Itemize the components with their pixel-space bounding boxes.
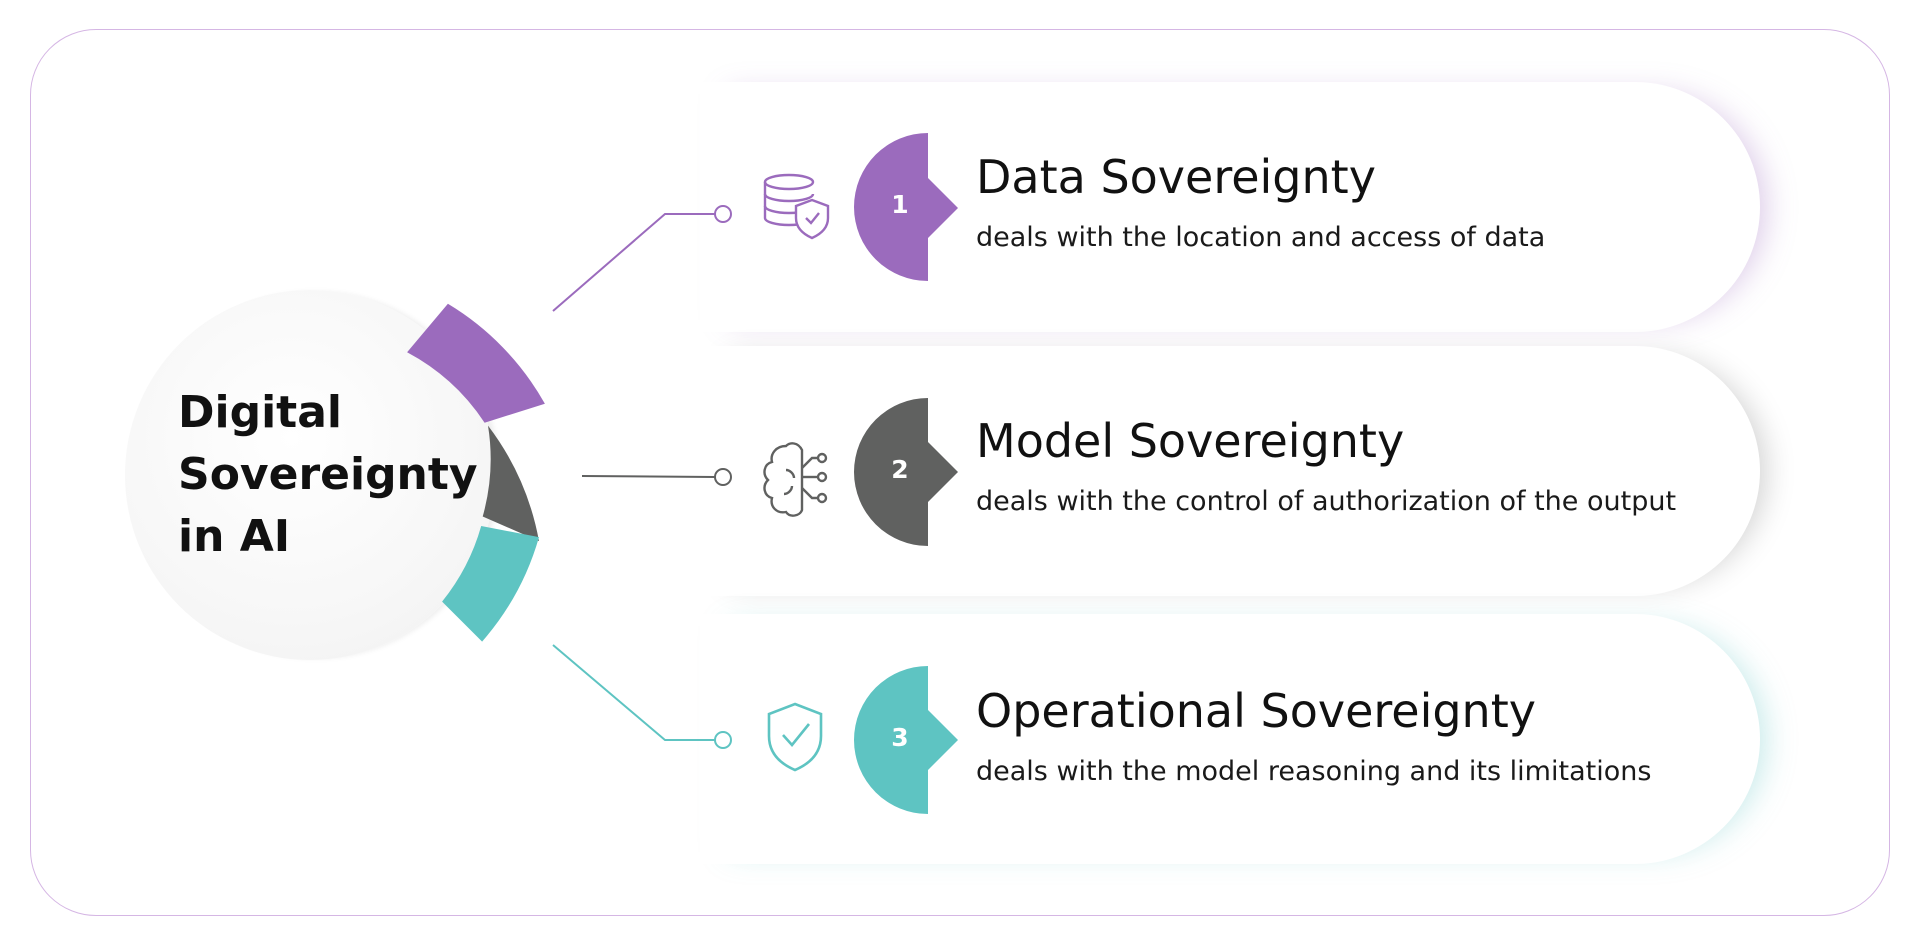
- ring-segment-operational: [442, 526, 539, 642]
- number-badge-3: [854, 666, 958, 814]
- hub-title: Digital Sovereignty in AI: [178, 387, 478, 562]
- brain-circuit-icon: [763, 442, 828, 517]
- connector-model: [581, 468, 732, 486]
- item-description-data: deals with the location and access of da…: [976, 222, 1546, 253]
- item-number-2: 2: [891, 455, 909, 484]
- number-badge-1: [854, 133, 958, 281]
- database-shield-icon: [763, 173, 830, 240]
- connector-data: [552, 205, 732, 312]
- item-title-data: Data Sovereignty: [976, 150, 1376, 204]
- item-description-operational: deals with the model reasoning and its l…: [976, 756, 1652, 787]
- connector-operational: [552, 644, 732, 749]
- item-title-model: Model Sovereignty: [976, 414, 1405, 468]
- item-number-3: 3: [891, 723, 909, 752]
- item-title-operational: Operational Sovereignty: [976, 684, 1536, 738]
- ring-segment-data: [407, 303, 545, 423]
- shield-check-icon: [767, 702, 823, 772]
- number-badge-2: [854, 398, 958, 546]
- item-number-1: 1: [891, 190, 909, 219]
- ring-segment-model: [482, 425, 539, 542]
- item-description-model: deals with the control of authorization …: [976, 486, 1677, 517]
